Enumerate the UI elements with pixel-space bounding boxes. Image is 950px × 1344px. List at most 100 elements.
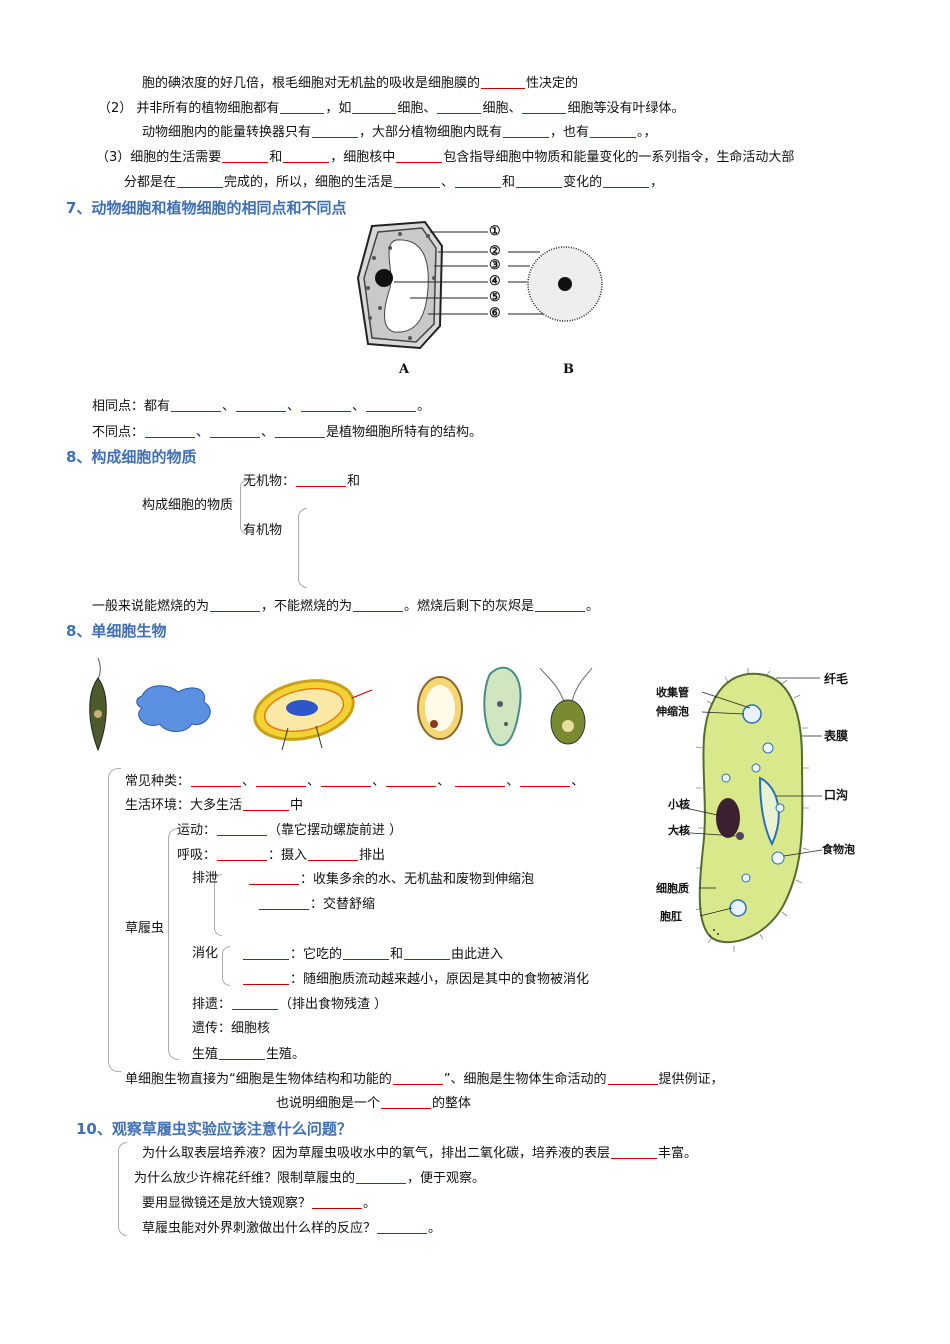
cilia <box>695 668 810 952</box>
organic: 有机物 <box>243 523 283 538</box>
blank[interactable] <box>522 99 567 114</box>
label-collecting-canal: 收集管 <box>656 686 689 699</box>
contractile-vacuole <box>742 704 762 724</box>
blank[interactable] <box>352 99 397 114</box>
digestion-label: 消化 <box>192 946 219 961</box>
excretion-1: ：收集多余的水、无机盐和废物到伸缩泡 <box>248 870 534 889</box>
blank[interactable] <box>301 397 352 412</box>
blank[interactable] <box>259 895 309 910</box>
blank[interactable] <box>535 597 586 612</box>
blank[interactable] <box>222 148 269 163</box>
inorganic: 无机物：和 <box>243 472 361 489</box>
blank[interactable] <box>283 148 330 163</box>
blank[interactable] <box>243 796 290 811</box>
blank[interactable] <box>366 397 417 412</box>
blank[interactable] <box>236 397 287 412</box>
breathing-line: 呼吸：：摄入排出 <box>177 846 386 863</box>
chlamydomonas-icon <box>539 667 593 745</box>
blank[interactable] <box>243 945 289 960</box>
blank[interactable] <box>256 772 307 787</box>
blank[interactable] <box>611 1144 658 1159</box>
paramecium-icon <box>483 666 522 747</box>
oral-groove <box>758 776 780 847</box>
label-4: ④ <box>489 274 501 289</box>
blank[interactable] <box>171 397 222 412</box>
blank[interactable] <box>516 173 563 188</box>
blank[interactable] <box>249 870 299 885</box>
blank[interactable] <box>603 173 650 188</box>
caption-a: A <box>399 362 410 377</box>
sec6-line2: （2） 并非所有的植物细胞都有，如细胞、细胞、细胞等没有叶绿体。 <box>98 99 685 116</box>
sec6-line3: 动物细胞内的能量转换器只有，大部分植物细胞内既有，也有。， <box>142 123 657 140</box>
euglena-icon <box>89 657 107 752</box>
blank[interactable] <box>396 148 443 163</box>
blank[interactable] <box>455 173 502 188</box>
blank[interactable] <box>343 945 390 960</box>
organism-strip <box>89 657 593 752</box>
blank[interactable] <box>191 772 242 787</box>
blank[interactable] <box>219 1045 266 1060</box>
label-food-vacuole: 食物泡 <box>822 843 855 856</box>
blank[interactable] <box>503 123 550 138</box>
blank[interactable] <box>232 995 279 1010</box>
question-1: 为什么取表层培养液？因为草履虫吸收水中的氧气，排出二氧化碳，培养液的表层丰富。 <box>142 1144 698 1161</box>
blank[interactable] <box>392 1070 443 1085</box>
blank[interactable] <box>280 99 325 114</box>
question-3: 要用显微镜还是放大镜观察？。 <box>142 1194 377 1211</box>
digestion-2: ：随细胞质流动越来越小，原因是其中的食物被消化 <box>242 970 589 989</box>
blank[interactable] <box>217 846 268 861</box>
blank[interactable] <box>243 970 289 985</box>
blank[interactable] <box>210 597 261 612</box>
brace <box>222 946 230 986</box>
nucleus-a <box>375 269 393 287</box>
blank[interactable] <box>296 472 347 487</box>
blank[interactable] <box>607 1070 658 1085</box>
blank[interactable] <box>437 99 482 114</box>
blank[interactable] <box>404 945 451 960</box>
blank[interactable] <box>312 1194 363 1209</box>
excretion-label: 排泄 <box>192 871 219 886</box>
blank[interactable] <box>590 123 637 138</box>
blank[interactable] <box>321 772 372 787</box>
blank[interactable] <box>145 423 196 438</box>
label-cytoplasm: 细胞质 <box>656 882 689 895</box>
label-3: ③ <box>489 258 501 273</box>
chloroplasts <box>366 232 436 340</box>
paramecium-diagram <box>656 668 858 954</box>
sec7-title: 7、动物细胞和植物细胞的相同点和不同点 <box>66 199 347 217</box>
blank[interactable] <box>308 846 359 861</box>
sec10-title: 10、观察草履虫实验应该注意什么问题？ <box>76 1120 352 1138</box>
question-4: 草履虫能对外界刺激做出什么样的反应？。 <box>142 1219 442 1236</box>
blank[interactable] <box>377 1219 428 1234</box>
caption-b: B <box>563 362 574 377</box>
blank[interactable] <box>210 423 261 438</box>
environment-line: 生活环境：大多生活中 <box>125 796 304 813</box>
brace <box>118 1142 127 1236</box>
blank[interactable] <box>386 772 437 787</box>
egestion-line: 排遗：（排出食物残渣 ） <box>192 995 388 1012</box>
question-2: 为什么放少许棉花纤维？限制草履虫的，便于观察。 <box>134 1169 486 1186</box>
blank[interactable] <box>381 1094 432 1109</box>
yeast-icon <box>417 676 463 740</box>
blank[interactable] <box>312 123 359 138</box>
sec6-line4: （3）细胞的生活需要和，细胞核中包含指导细胞中物质和能量变化的一系列指令，生命活… <box>96 148 795 165</box>
nucleus-b <box>558 277 572 291</box>
blank[interactable] <box>353 597 404 612</box>
brace <box>298 508 307 588</box>
blank[interactable] <box>394 173 441 188</box>
label-micronucleus: 小核 <box>668 798 690 811</box>
blank[interactable] <box>217 821 268 836</box>
digestion-1: ：它吃的和由此进入 <box>242 945 503 964</box>
blank[interactable] <box>356 1169 407 1184</box>
label-contractile-vacuole: 伸缩泡 <box>656 705 689 718</box>
heredity-line: 遗传：细胞核 <box>192 1021 271 1036</box>
blank[interactable] <box>275 423 326 438</box>
blank[interactable] <box>520 772 571 787</box>
sec6-line1: 胞的碘浓度的好几倍，根毛细胞对无机盐的吸收是细胞膜的性决定的 <box>142 74 579 91</box>
label-6: ⑥ <box>489 306 501 321</box>
blank[interactable] <box>455 772 506 787</box>
blank[interactable] <box>177 173 224 188</box>
same-points: 相同点：都有、、、。 <box>92 397 431 414</box>
blank[interactable] <box>481 74 526 89</box>
micronucleus <box>736 832 744 840</box>
